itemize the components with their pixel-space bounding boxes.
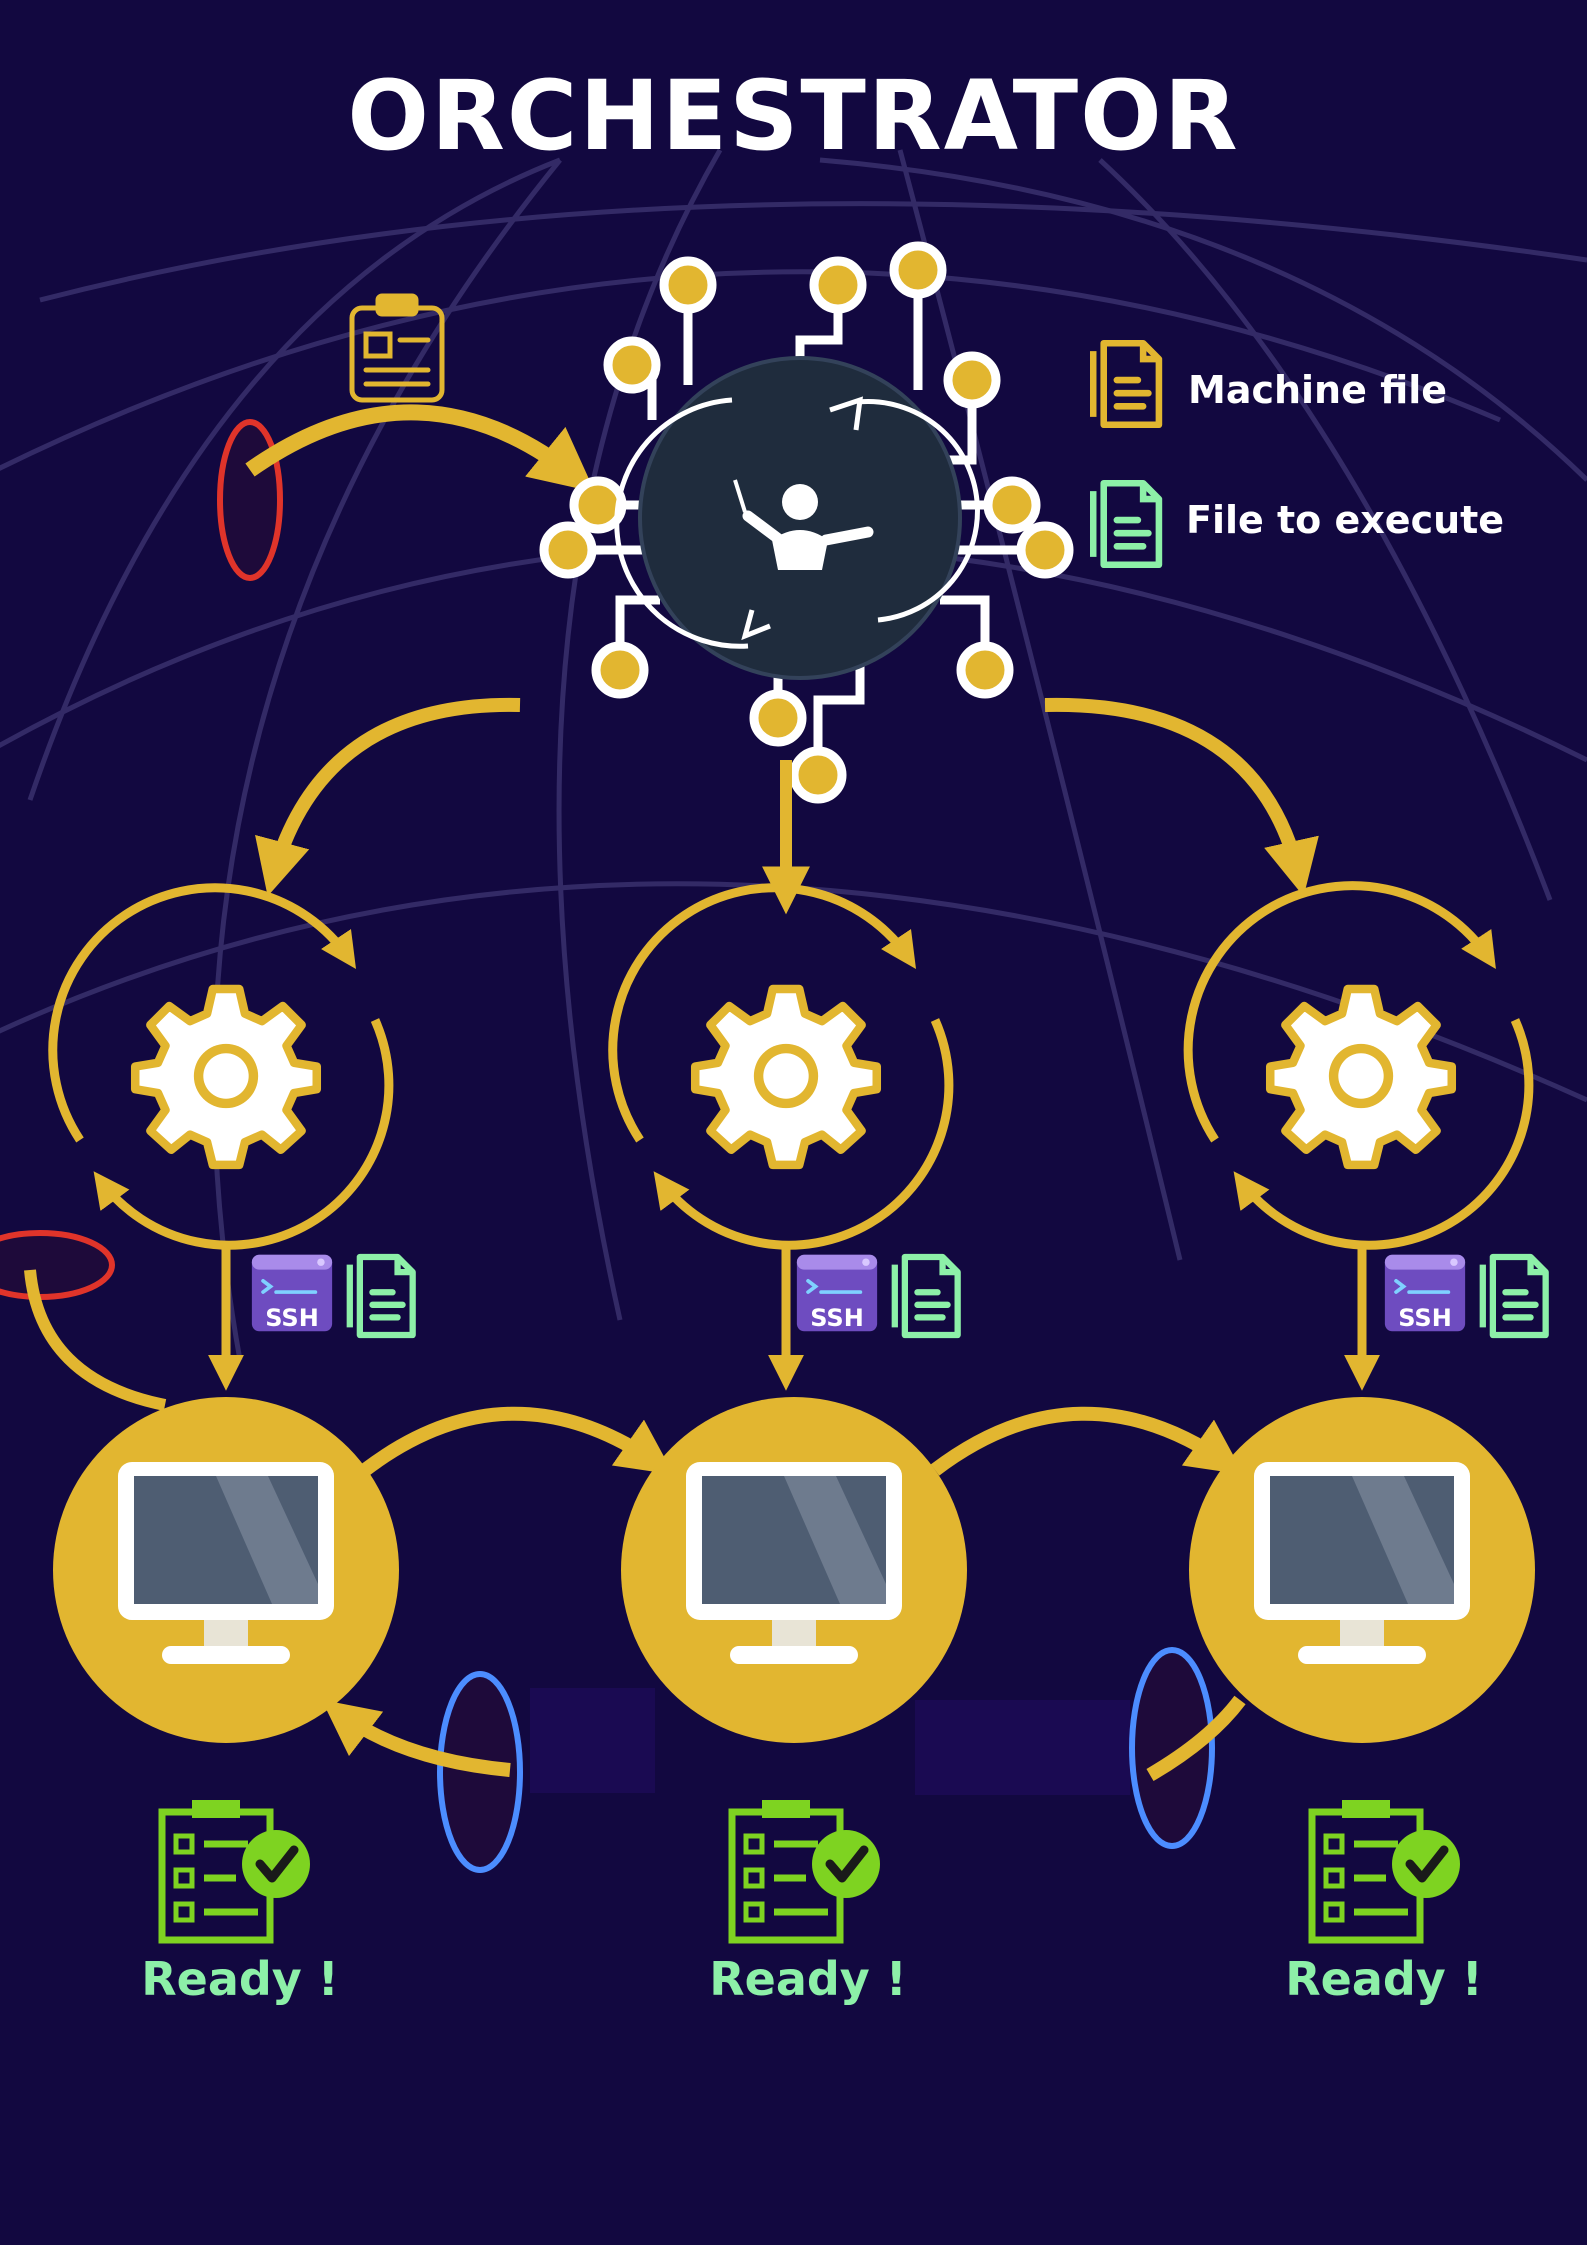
left-entry-path xyxy=(24,1269,167,1411)
gear-icon xyxy=(695,989,877,1165)
machine-2 xyxy=(621,1397,967,1743)
machine-3 xyxy=(1189,1397,1535,1743)
conductor-icon xyxy=(733,479,874,570)
process-gear-1 xyxy=(48,883,394,1250)
orchestrator-hub xyxy=(614,356,980,680)
portal-to-machine-1-arrow xyxy=(321,1699,511,1777)
return-portal-2 xyxy=(1129,1647,1215,1849)
machine-3-to-portal-path xyxy=(1146,1695,1246,1782)
left-entry-portal xyxy=(0,1230,115,1300)
page-title: ORCHESTRATOR xyxy=(347,60,1240,172)
file-to-execute-legend-icon xyxy=(1093,483,1159,564)
hub-to-gear-1-arrow xyxy=(255,697,521,897)
process-gear-2 xyxy=(608,883,954,1250)
file-to-execute-icon xyxy=(895,1257,958,1335)
ssh-badge-label: SSH xyxy=(810,1304,864,1332)
machine-1-to-machine-2-arrow xyxy=(360,1406,674,1476)
ready-checklist-icon xyxy=(732,1800,880,1940)
shadow-block xyxy=(530,1688,655,1793)
machine-3-status: Ready ! xyxy=(1285,1952,1483,2006)
machine-1-status: Ready ! xyxy=(141,1952,339,2006)
shadow-block xyxy=(915,1700,1130,1795)
ssh-badge-label: SSH xyxy=(265,1304,319,1332)
input-arrow xyxy=(245,404,595,493)
clipboard-file-icon xyxy=(349,293,445,403)
machine-2-status: Ready ! xyxy=(709,1952,907,2006)
file-to-execute-icon xyxy=(350,1257,413,1335)
machine-file-legend-icon xyxy=(1093,343,1159,424)
file-to-execute-icon xyxy=(1483,1257,1546,1335)
machine-1 xyxy=(53,1397,399,1743)
globe-background-lines xyxy=(0,148,1587,1361)
input-portal xyxy=(217,419,283,581)
hub-to-gear-3-arrow xyxy=(1044,697,1319,897)
ready-checklist-icon xyxy=(162,1800,310,1940)
ready-checklist-icon xyxy=(1312,1800,1460,1940)
gear-icon xyxy=(135,989,317,1165)
file-to-execute-legend-label: File to execute xyxy=(1186,498,1505,542)
machine-file-legend-label: Machine file xyxy=(1188,368,1448,412)
gear-icon xyxy=(1270,989,1452,1165)
process-gear-3 xyxy=(1183,881,1534,1250)
ssh-badge-label: SSH xyxy=(1398,1304,1452,1332)
machine-2-to-machine-3-arrow xyxy=(930,1406,1244,1476)
